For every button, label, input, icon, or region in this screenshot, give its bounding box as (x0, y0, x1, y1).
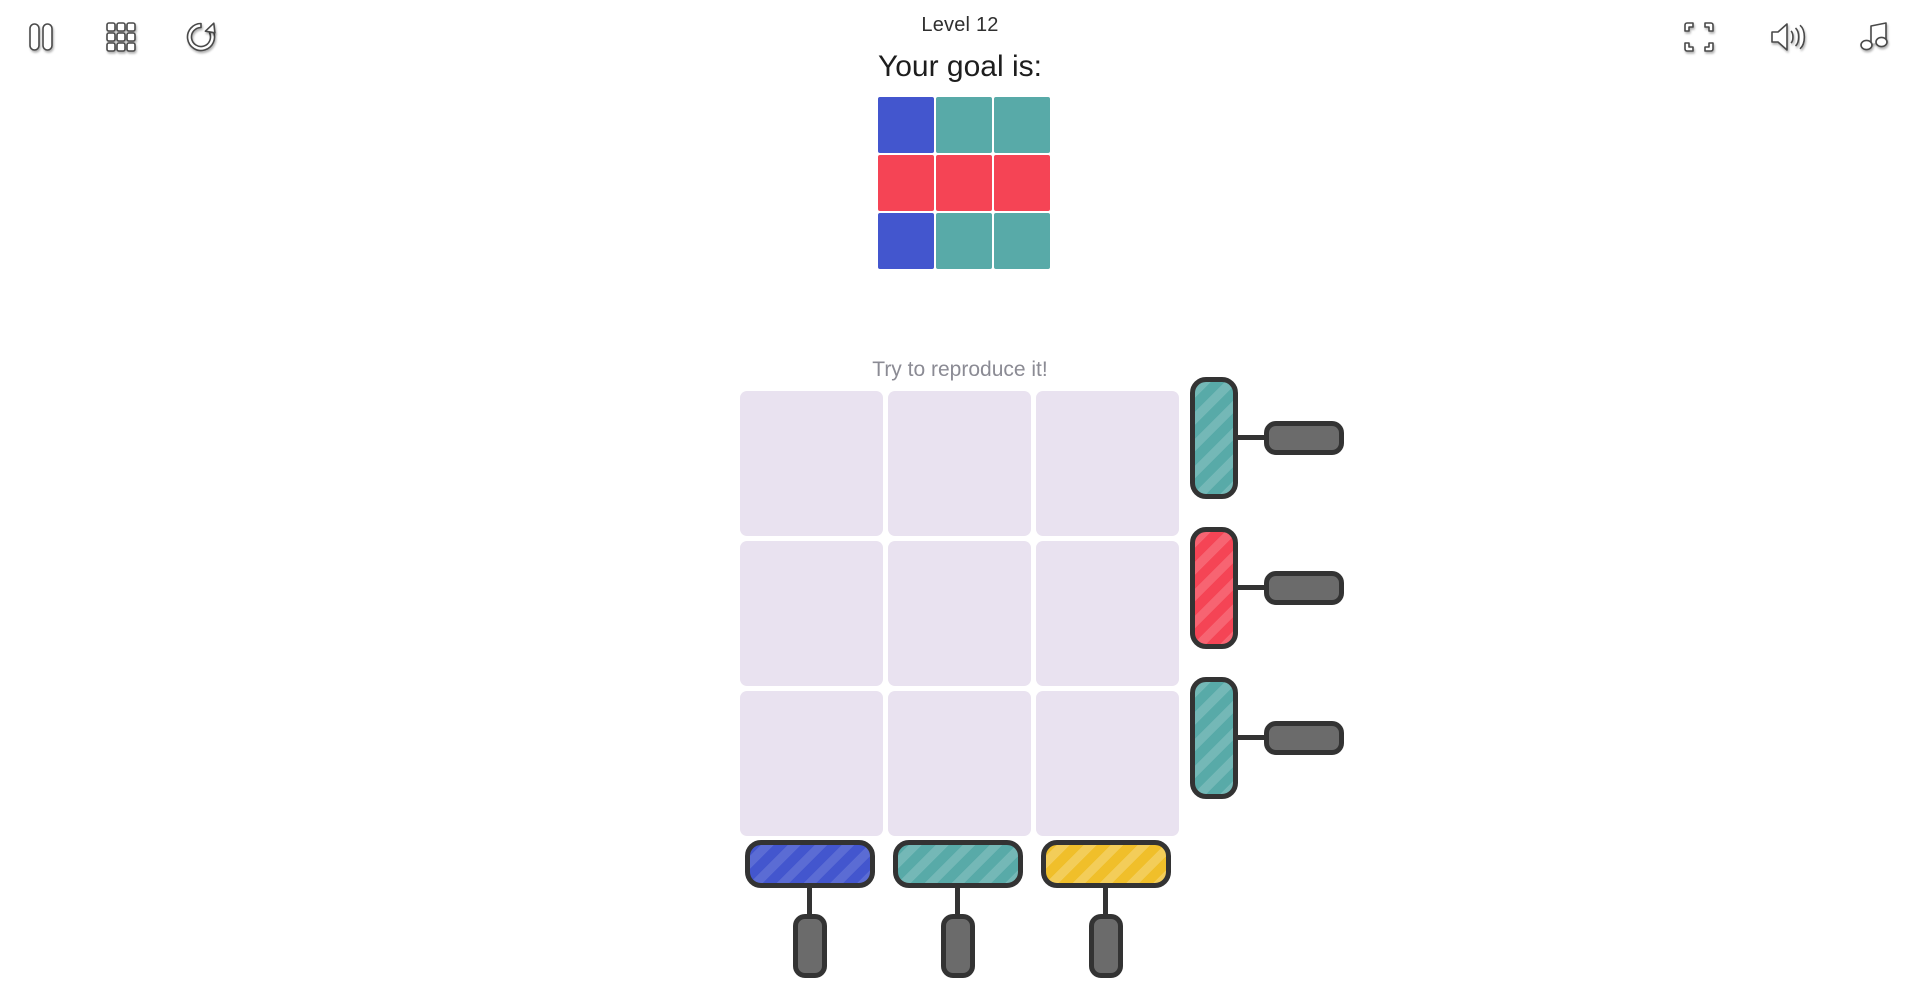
play-cell-r2-c2[interactable] (888, 541, 1031, 686)
col-lever-pad-2[interactable] (893, 840, 1023, 888)
play-cell-r1-c3[interactable] (1036, 391, 1179, 536)
col-lever-knob-2[interactable] (941, 914, 975, 978)
row-lever-pad-3[interactable] (1190, 677, 1238, 799)
toolbar-left (18, 14, 224, 60)
goal-cell-r1-c3 (994, 97, 1050, 153)
play-cell-r1-c1[interactable] (740, 391, 883, 536)
col-lever-rod-3 (1103, 888, 1108, 914)
level-title: Level 12 (921, 14, 999, 36)
col-lever-pad-1[interactable] (745, 840, 875, 888)
play-cell-r3-c2[interactable] (888, 691, 1031, 836)
goal-cell-r1-c1 (878, 97, 934, 153)
row-lever-pad-2[interactable] (1190, 527, 1238, 649)
goal-grid (878, 97, 1050, 269)
toolbar-right (1676, 14, 1898, 60)
col-lever-rod-2 (955, 888, 960, 914)
row-lever-pad-1[interactable] (1190, 377, 1238, 499)
goal-cell-r3-c1 (878, 213, 934, 269)
row-lever-rod-1 (1238, 435, 1264, 440)
row-lever-knob-1[interactable] (1264, 421, 1344, 455)
goal-cell-r2-c2 (936, 155, 992, 211)
play-grid (740, 391, 1179, 836)
row-lever-knob-3[interactable] (1264, 721, 1344, 755)
play-cell-r3-c3[interactable] (1036, 691, 1179, 836)
play-cell-r2-c3[interactable] (1036, 541, 1179, 686)
grid-icon[interactable] (98, 14, 144, 60)
goal-cell-r1-c2 (936, 97, 992, 153)
row-lever-rod-2 (1238, 585, 1264, 590)
goal-cell-r3-c3 (994, 213, 1050, 269)
music-icon[interactable] (1852, 14, 1898, 60)
col-lever-rod-1 (807, 888, 812, 914)
goal-cell-r2-c3 (994, 155, 1050, 211)
volume-icon[interactable] (1764, 14, 1810, 60)
pause-icon[interactable] (18, 14, 64, 60)
col-lever-pad-3[interactable] (1041, 840, 1171, 888)
row-lever-rod-3 (1238, 735, 1264, 740)
restart-icon[interactable] (178, 14, 224, 60)
play-cell-r1-c2[interactable] (888, 391, 1031, 536)
fullscreen-icon[interactable] (1676, 14, 1722, 60)
col-lever-knob-3[interactable] (1089, 914, 1123, 978)
reproduce-title: Try to reproduce it! (872, 358, 1048, 381)
goal-title: Your goal is: (877, 50, 1042, 83)
goal-cell-r2-c1 (878, 155, 934, 211)
row-lever-knob-2[interactable] (1264, 571, 1344, 605)
col-lever-knob-1[interactable] (793, 914, 827, 978)
play-cell-r2-c1[interactable] (740, 541, 883, 686)
goal-cell-r3-c2 (936, 213, 992, 269)
play-cell-r3-c1[interactable] (740, 691, 883, 836)
